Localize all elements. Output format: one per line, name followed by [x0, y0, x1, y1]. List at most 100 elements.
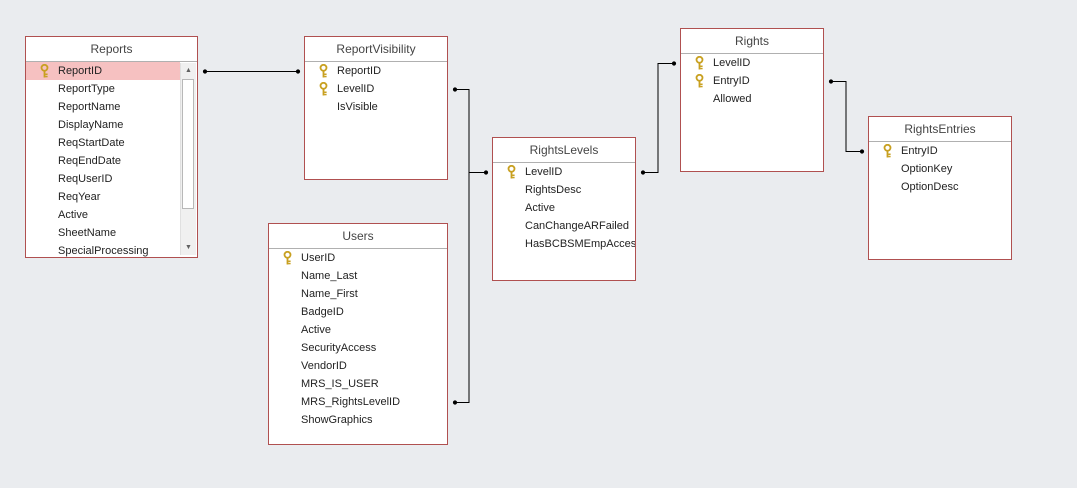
scrollbar-thumb[interactable] [182, 79, 194, 209]
table-title[interactable]: Rights [681, 29, 823, 54]
field-label: LevelID [337, 83, 375, 95]
field-row[interactable]: ReqEndDate [26, 152, 180, 170]
field-row[interactable]: Active [493, 199, 635, 217]
field-list[interactable]: ReportID LevelID IsVisible [305, 62, 447, 179]
rel-reportvisibility-rightslevels [455, 89, 486, 173]
field-row[interactable]: VendorID [269, 357, 447, 375]
field-label: ReqEndDate [58, 155, 121, 167]
field-label: Name_Last [301, 270, 358, 282]
field-row[interactable]: RightsDesc [493, 181, 635, 199]
field-row[interactable]: UserID [269, 249, 447, 267]
field-row[interactable]: CanChangeARFailed [493, 217, 635, 235]
primary-key-icon [319, 63, 328, 78]
field-label: UserID [301, 252, 336, 264]
field-label: LevelID [525, 166, 563, 178]
field-row[interactable]: SheetName [26, 224, 180, 242]
field-label: ReqUserID [58, 173, 113, 185]
field-label: SpecialProcessing [58, 245, 149, 257]
field-label: SecurityAccess [301, 342, 377, 354]
field-label: LevelID [713, 57, 751, 69]
field-row[interactable]: Name_Last [269, 267, 447, 285]
rel-rights-rightsentries [831, 81, 862, 152]
field-row[interactable]: LevelID [681, 54, 823, 72]
scroll-down-arrow-icon[interactable]: ▼ [181, 240, 196, 255]
primary-key-icon [319, 81, 328, 96]
field-label: HasBCBSMEmpAccess [525, 238, 635, 250]
field-row[interactable]: LevelID [493, 163, 635, 181]
field-row[interactable]: IsVisible [305, 98, 447, 116]
field-row[interactable]: ReqYear [26, 188, 180, 206]
field-row[interactable]: ReportName [26, 98, 180, 116]
field-row[interactable]: DisplayName [26, 116, 180, 134]
table-title[interactable]: Reports [26, 37, 197, 62]
primary-key-icon [883, 143, 892, 158]
field-list[interactable]: LevelID EntryID Allowed [681, 54, 823, 171]
field-row[interactable]: ReportID [26, 62, 180, 80]
field-row[interactable]: ShowGraphics [269, 411, 447, 429]
field-label: ReportID [337, 65, 382, 77]
primary-key-icon [283, 250, 292, 265]
field-row[interactable]: SpecialProcessing [26, 242, 180, 257]
field-label: EntryID [901, 145, 938, 157]
primary-key-icon [695, 73, 704, 88]
field-label: VendorID [301, 360, 347, 372]
field-label: OptionKey [901, 163, 953, 175]
field-label: MRS_IS_USER [301, 378, 379, 390]
field-row[interactable]: ReportType [26, 80, 180, 98]
field-row[interactable]: ReportID [305, 62, 447, 80]
table-title[interactable]: ReportVisibility [305, 37, 447, 62]
field-row[interactable]: Name_First [269, 285, 447, 303]
table-rights[interactable]: Rights LevelID EntryID Allowed [680, 28, 824, 172]
primary-key-icon [507, 164, 516, 179]
scroll-up-arrow-icon[interactable]: ▲ [181, 63, 196, 78]
field-label: CanChangeARFailed [525, 220, 629, 232]
field-label: ReportName [58, 101, 121, 113]
field-label: MRS_RightsLevelID [301, 396, 401, 408]
field-label: Active [301, 324, 331, 336]
field-row[interactable]: SecurityAccess [269, 339, 447, 357]
primary-key-icon [695, 55, 704, 70]
field-label: Name_First [301, 288, 358, 300]
field-row[interactable]: OptionKey [869, 160, 1011, 178]
field-row[interactable]: OptionDesc [869, 178, 1011, 196]
field-label: IsVisible [337, 101, 378, 113]
vertical-scrollbar[interactable]: ▲ ▼ [180, 63, 196, 255]
field-label: ReportID [58, 65, 103, 77]
field-label: BadgeID [301, 306, 344, 318]
field-label: Active [58, 209, 88, 221]
field-label: ShowGraphics [301, 414, 373, 426]
field-row[interactable]: EntryID [869, 142, 1011, 160]
field-row[interactable]: LevelID [305, 80, 447, 98]
field-row[interactable]: Allowed [681, 90, 823, 108]
field-row[interactable]: EntryID [681, 72, 823, 90]
field-row[interactable]: MRS_RightsLevelID [269, 393, 447, 411]
field-row[interactable]: MRS_IS_USER [269, 375, 447, 393]
field-label: DisplayName [58, 119, 124, 131]
field-row[interactable]: BadgeID [269, 303, 447, 321]
field-label: OptionDesc [901, 181, 959, 193]
field-row[interactable]: Active [269, 321, 447, 339]
table-report-visibility[interactable]: ReportVisibility ReportID LevelID IsVisibl… [304, 36, 448, 180]
table-title[interactable]: RightsEntries [869, 117, 1011, 142]
field-label: RightsDesc [525, 184, 582, 196]
field-label: ReqStartDate [58, 137, 125, 149]
primary-key-icon [40, 63, 49, 78]
field-row[interactable]: ReqStartDate [26, 134, 180, 152]
field-row[interactable]: Active [26, 206, 180, 224]
rel-rightslevels-rights [643, 63, 674, 173]
field-row[interactable]: HasBCBSMEmpAccess [493, 235, 635, 253]
field-row[interactable]: ReqUserID [26, 170, 180, 188]
field-label: EntryID [713, 75, 750, 87]
field-label: Active [525, 202, 555, 214]
table-title[interactable]: Users [269, 224, 447, 249]
table-title[interactable]: RightsLevels [493, 138, 635, 163]
